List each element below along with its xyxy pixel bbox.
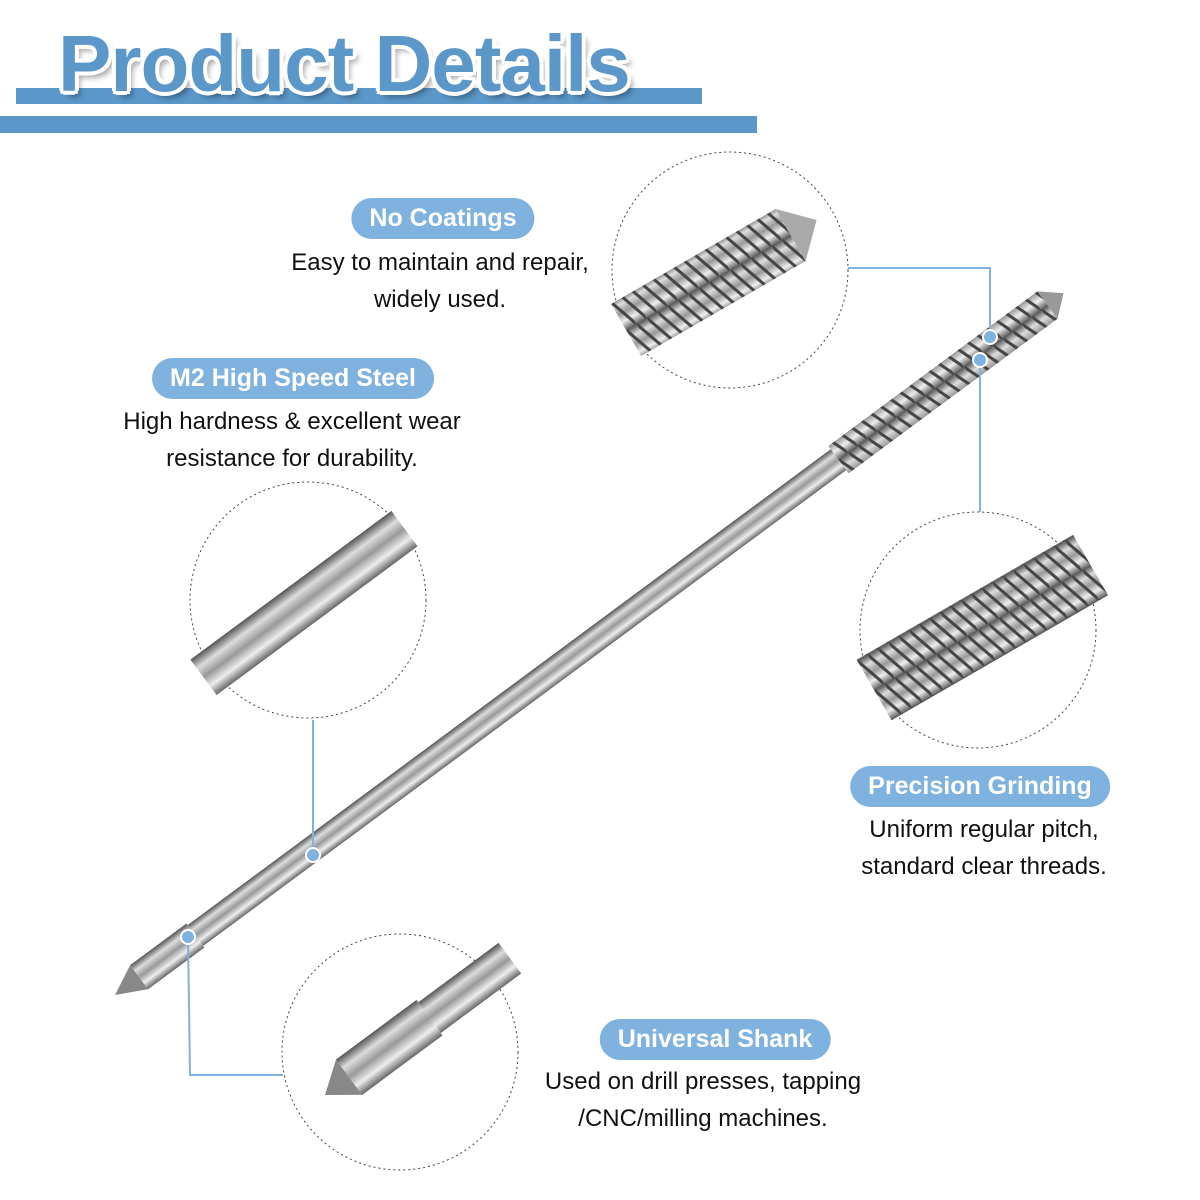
desc-line: standard clear threads. [861, 853, 1107, 880]
header-underline-bar [16, 88, 702, 104]
detail-circle-shank [189, 481, 427, 719]
feature-label-m2-steel: M2 High Speed Steel [152, 358, 434, 399]
feature-desc-universal-shank: Used on drill presses, tapping /CNC/mill… [545, 1063, 861, 1137]
detail-circle-tip [611, 151, 849, 389]
desc-line: Uniform regular pitch, [869, 816, 1099, 843]
detail-circle-end [281, 933, 522, 1171]
feature-label-universal-shank: Universal Shank [599, 1019, 831, 1060]
desc-line: Used on drill presses, tapping [544, 1068, 862, 1095]
feature-desc-m2-steel: High hardness & excellent wear resistanc… [123, 403, 461, 477]
desc-line: /CNC/milling machines. [578, 1105, 828, 1132]
desc-line: resistance for durability. [166, 445, 418, 472]
tap-shank [187, 437, 863, 946]
tap-threads [828, 291, 1058, 474]
desc-line: High hardness & excellent wear [123, 408, 461, 435]
desc-line: widely used. [373, 286, 507, 313]
feature-label-no-coatings: No Coatings [351, 198, 535, 239]
connector-dots [180, 329, 998, 945]
page-title: Product Details [58, 19, 631, 108]
feature-desc-no-coatings: Easy to maintain and repair, widely used… [291, 244, 589, 318]
header-rule [0, 116, 757, 133]
connector-lines [187, 267, 991, 1076]
feature-desc-precision-grinding: Uniform regular pitch, standard clear th… [861, 811, 1106, 885]
feature-label-precision-grinding: Precision Grinding [850, 766, 1110, 807]
tap-square-end [115, 965, 149, 995]
detail-circle-threads [856, 511, 1109, 749]
desc-line: Easy to maintain and repair, [291, 249, 589, 276]
